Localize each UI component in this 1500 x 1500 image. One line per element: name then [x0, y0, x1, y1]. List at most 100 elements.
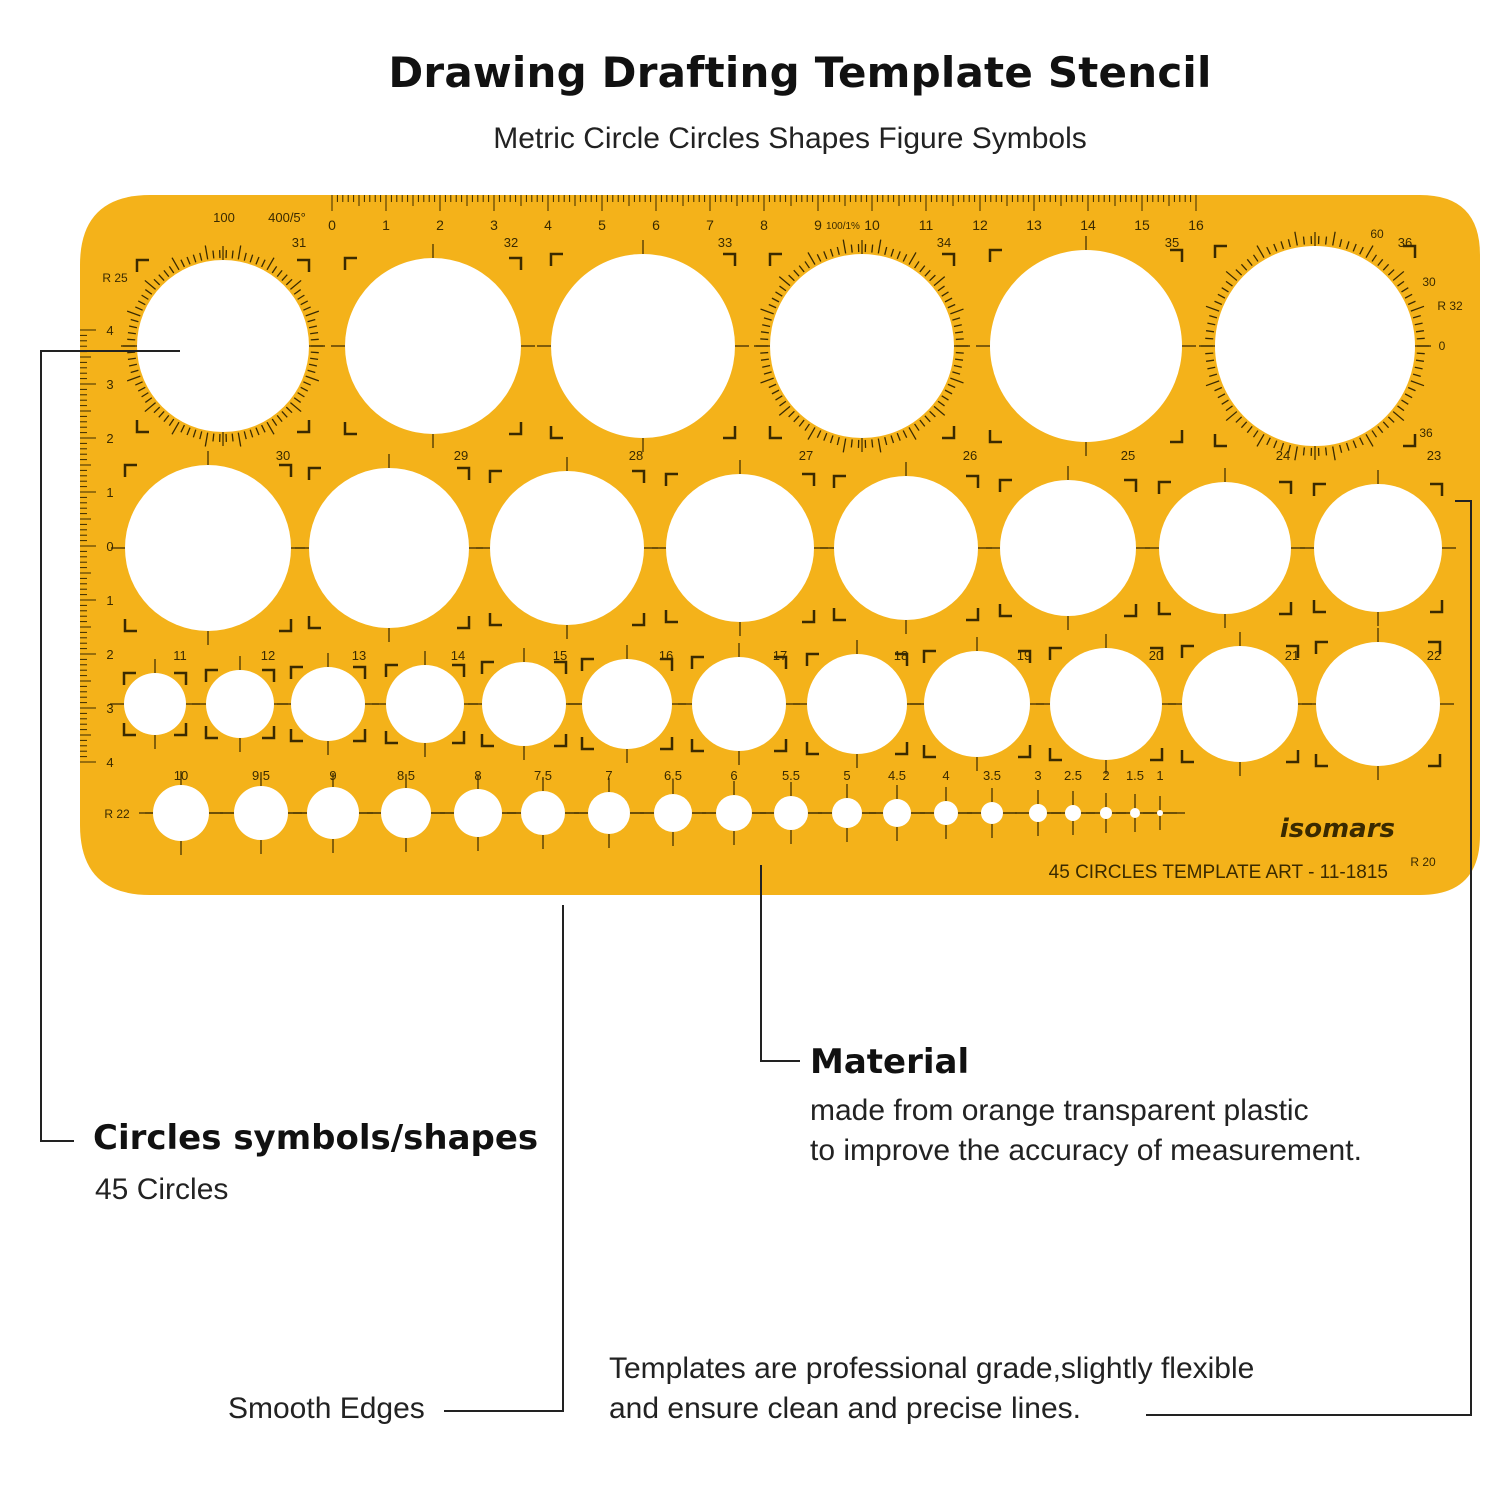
- size-label: 15: [553, 648, 567, 663]
- callout-grade-line-1: Templates are professional grade,slightl…: [609, 1352, 1255, 1385]
- corner-mark: [384, 731, 398, 745]
- circle-hole-1.5: [1130, 808, 1140, 818]
- dial-tick: [144, 402, 157, 413]
- dial-tick: [310, 357, 319, 361]
- dial-tick: [836, 437, 840, 446]
- circle-hole-4: [934, 801, 958, 825]
- dial-tick: [163, 269, 170, 278]
- corner-mark: [664, 610, 678, 624]
- size-label: 18: [894, 648, 908, 663]
- ruler-number: 11: [919, 217, 934, 233]
- dial-tick: [303, 306, 311, 311]
- dial-tick: [762, 324, 771, 328]
- circle-hole-7: [588, 792, 630, 834]
- dial-tick: [310, 338, 319, 341]
- corner-mark: [1180, 750, 1194, 764]
- dial-tick: [231, 250, 234, 259]
- dial-tick: [1415, 330, 1425, 333]
- size-label: 7.5: [534, 768, 552, 783]
- dial-tick: [305, 310, 320, 317]
- dial-tick: [127, 331, 136, 335]
- corner-mark: [580, 737, 594, 751]
- dial-tick: [130, 369, 139, 374]
- circle-hole-5.5: [774, 796, 808, 830]
- dial-tick: [877, 438, 882, 453]
- circle-hole-15: [482, 662, 566, 746]
- dial-tick: [1214, 386, 1223, 392]
- dial-tick: [1325, 236, 1328, 245]
- corner-mark: [488, 469, 502, 483]
- dial-tick: [144, 279, 157, 290]
- dial-tick: [829, 435, 834, 444]
- dial-tick: [137, 386, 146, 392]
- dial-tick: [199, 431, 203, 440]
- dial-tick: [1221, 399, 1229, 405]
- dial-tick: [1294, 231, 1298, 246]
- circle-hole-8: [454, 789, 502, 837]
- size-label: 2.5: [1064, 768, 1082, 783]
- dial-tick: [793, 269, 800, 277]
- dial-tick: [163, 414, 170, 423]
- dial-tick: [305, 375, 320, 382]
- corner-mark: [1018, 649, 1032, 663]
- dial-tick: [804, 261, 810, 269]
- dial-tick: [760, 338, 769, 341]
- corner-mark: [1312, 600, 1326, 614]
- dial-tick: [293, 397, 302, 403]
- size-label: 8.5: [397, 768, 415, 783]
- circle-holes: [124, 246, 1442, 841]
- size-label: 7: [605, 768, 612, 783]
- dial-tick: [1410, 380, 1425, 387]
- dial-tick: [1410, 305, 1425, 312]
- dial-tick: [135, 381, 143, 386]
- corner-mark: [174, 671, 188, 685]
- dial-tick: [1205, 337, 1214, 340]
- circle-hole-29: [309, 468, 469, 628]
- circle-hole-5: [832, 798, 862, 828]
- dial-tick: [186, 256, 191, 265]
- dial-tick: [955, 351, 964, 354]
- dial-tick: [778, 405, 791, 416]
- dial-tick: [127, 357, 136, 361]
- dial-tick: [1294, 446, 1298, 461]
- corner-mark: [832, 474, 846, 488]
- size-label: 17: [773, 648, 787, 663]
- callout-line-grade-top: [1455, 500, 1472, 502]
- corner-label-r22: R 22: [104, 807, 130, 821]
- circle-hole-36: [1215, 246, 1415, 446]
- corner-mark: [988, 248, 1002, 262]
- dial-tick: [128, 363, 138, 367]
- circle-hole-23: [1314, 484, 1442, 612]
- corner-mark: [480, 734, 494, 748]
- circle-hole-20: [1050, 648, 1162, 760]
- size-label: 1.5: [1126, 768, 1144, 783]
- dial-tick: [768, 383, 777, 389]
- corner-mark: [922, 745, 936, 759]
- corner-mark: [1286, 750, 1300, 764]
- circle-hole-31: [137, 260, 309, 432]
- dial-tick: [144, 397, 153, 403]
- circle-hole-2: [1100, 807, 1112, 819]
- dial-tick: [1365, 434, 1374, 447]
- dial-tick: [276, 269, 283, 278]
- circle-hole-24: [1159, 482, 1291, 614]
- size-label: 35: [1165, 235, 1179, 250]
- ruler-number: 0: [328, 217, 336, 233]
- circle-hole-9: [307, 787, 359, 839]
- corner-mark: [998, 604, 1012, 618]
- corner-mark: [1314, 754, 1328, 768]
- dial-tick: [823, 251, 828, 260]
- dial-tick: [760, 351, 769, 354]
- callout-line-grade-v: [1470, 500, 1472, 1416]
- dial-tick: [266, 421, 275, 435]
- dial-tick: [168, 418, 175, 426]
- ruler-number: 8: [760, 217, 768, 233]
- dial-tick: [1207, 322, 1216, 326]
- dial-tick: [1273, 440, 1278, 449]
- ruler-number: 10: [864, 217, 880, 233]
- size-label: 3.5: [983, 768, 1001, 783]
- ruler-number: 12: [972, 217, 988, 233]
- corner-mark: [123, 619, 137, 633]
- dial-tick: [871, 244, 874, 253]
- corner-mark: [353, 729, 367, 743]
